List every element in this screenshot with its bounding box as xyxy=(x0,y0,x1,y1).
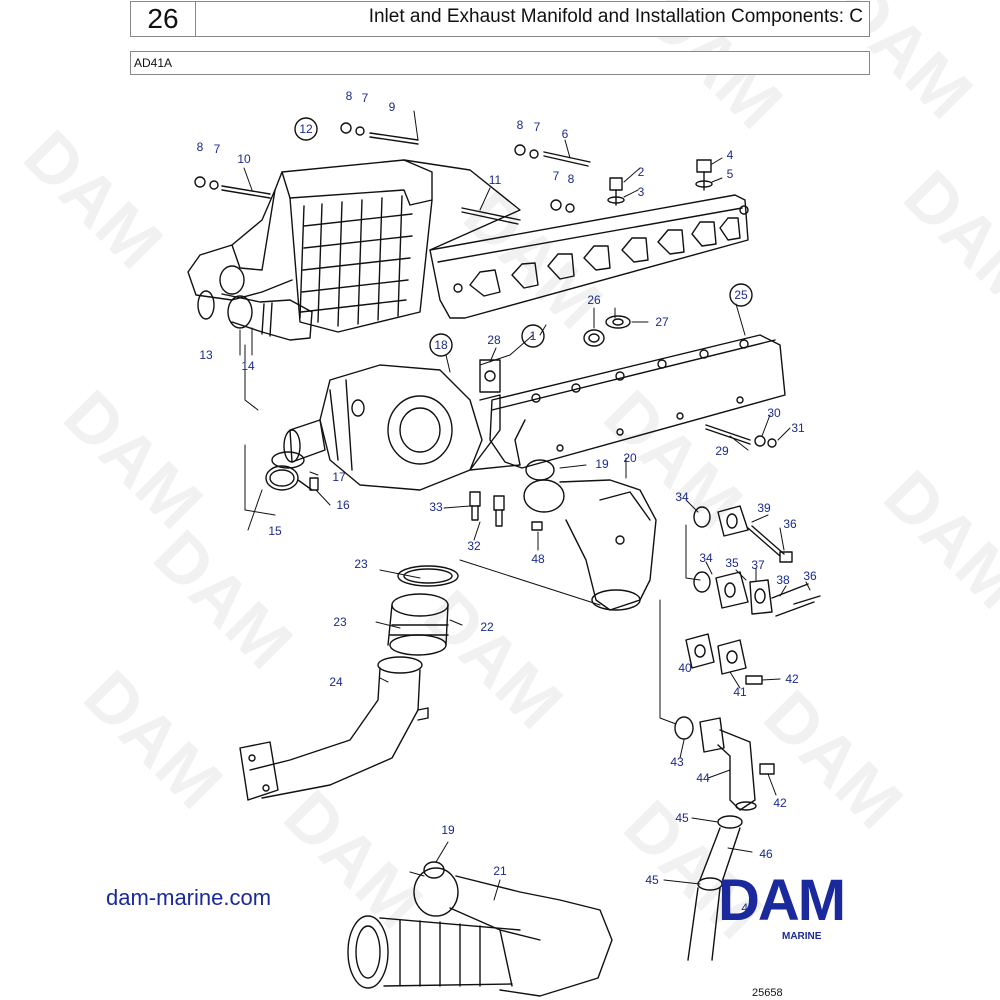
callout-15: 15 xyxy=(268,524,282,538)
callout-12: 12 xyxy=(299,122,313,136)
callout-9: 9 xyxy=(389,100,396,114)
watermark: DAM xyxy=(589,375,757,543)
nipples xyxy=(469,491,543,531)
callout-45: 45 xyxy=(645,873,659,887)
callout-11: 11 xyxy=(489,173,502,187)
callout-36: 36 xyxy=(783,517,797,531)
watermark-layer: DAM DAM DAM DAM DAM DAM DAM DAM DAM DAM … xyxy=(9,0,1000,953)
callout-41: 41 xyxy=(733,685,747,699)
callout-7: 7 xyxy=(534,120,541,134)
inlet-hose xyxy=(197,290,313,341)
callout-39: 39 xyxy=(757,501,771,515)
callout-20: 20 xyxy=(623,451,637,465)
inlet-manifold xyxy=(429,194,749,319)
callout-29: 29 xyxy=(715,444,729,458)
callout-labels: 12 1 25 18 8 7 9 8 7 10 11 8 7 6 7 8 2 3… xyxy=(197,89,817,915)
callout-35: 35 xyxy=(725,556,739,570)
callout-32: 32 xyxy=(467,539,481,553)
callout-37: 37 xyxy=(751,558,765,572)
brand-logo: DAM xyxy=(718,868,846,933)
callout-27: 27 xyxy=(655,315,669,329)
lower-exhaust-connection xyxy=(347,861,613,997)
callout-2: 2 xyxy=(638,165,645,179)
callout-8: 8 xyxy=(568,172,575,186)
callout-24: 24 xyxy=(329,675,343,689)
callout-40: 40 xyxy=(678,661,692,675)
callout-34: 34 xyxy=(675,490,689,504)
callout-7: 7 xyxy=(214,142,221,156)
charge-air-cooler xyxy=(187,159,521,333)
callout-30: 30 xyxy=(767,406,781,420)
callout-7: 7 xyxy=(362,91,369,105)
callout-42: 42 xyxy=(785,672,799,686)
exhaust-manifold xyxy=(489,334,786,469)
callout-6: 6 xyxy=(562,127,569,141)
watermark: DAM xyxy=(409,575,577,743)
callout-8: 8 xyxy=(346,89,353,103)
page-title: Inlet and Exhaust Manifold and Installat… xyxy=(368,6,863,27)
callout-3: 3 xyxy=(638,185,645,199)
callout-38: 38 xyxy=(776,573,790,587)
brand-subtitle: MARINE xyxy=(782,931,822,942)
gaskets xyxy=(583,315,631,347)
callout-26: 26 xyxy=(587,293,601,307)
website-link[interactable]: dam-marine.com xyxy=(106,885,272,910)
engine-code: AD41A xyxy=(134,56,173,70)
callout-36: 36 xyxy=(803,569,817,583)
figure-reference: 25658 xyxy=(752,987,783,999)
callout-48: 48 xyxy=(531,552,545,566)
callout-42: 42 xyxy=(773,796,787,810)
callout-23: 23 xyxy=(354,557,368,571)
studs-nuts xyxy=(194,122,713,225)
flange-parts xyxy=(685,505,821,685)
callout-18: 18 xyxy=(434,338,448,352)
callout-8: 8 xyxy=(517,118,524,132)
callout-23: 23 xyxy=(333,615,347,629)
callout-44: 44 xyxy=(696,771,710,785)
callout-46: 46 xyxy=(759,847,773,861)
callout-25: 25 xyxy=(734,288,748,302)
callout-17: 17 xyxy=(332,470,346,484)
callout-22: 22 xyxy=(480,620,494,634)
callout-4: 4 xyxy=(727,148,734,162)
watermark: DAM xyxy=(449,175,617,343)
exhaust-elbow xyxy=(523,459,657,611)
leader-lines xyxy=(239,110,811,901)
turbocharger xyxy=(283,359,521,491)
callout-43: 43 xyxy=(670,755,684,769)
callout-19: 19 xyxy=(595,457,609,471)
watermark: DAM xyxy=(9,115,177,283)
callout-47: 47 xyxy=(741,901,755,915)
callout-5: 5 xyxy=(727,167,734,181)
callout-10: 10 xyxy=(237,152,251,166)
callout-14: 14 xyxy=(241,359,255,373)
callout-34: 34 xyxy=(699,551,713,565)
clamp-15 xyxy=(265,451,319,491)
watermark: DAM xyxy=(889,155,1000,323)
callout-16: 16 xyxy=(336,498,350,512)
header-bar: 26 Inlet and Exhaust Manifold and Instal… xyxy=(130,1,870,37)
page-number: 26 xyxy=(131,2,196,36)
callout-28: 28 xyxy=(487,333,501,347)
watermark: DAM xyxy=(69,655,237,823)
watermark: DAM xyxy=(269,775,437,943)
callout-13: 13 xyxy=(199,348,213,362)
callout-45: 45 xyxy=(675,811,689,825)
engine-code-bar: AD41A xyxy=(130,51,870,75)
watermark: DAM xyxy=(749,675,917,843)
callout-33: 33 xyxy=(429,500,443,514)
watermark: DAM xyxy=(869,455,1000,623)
callout-1: 1 xyxy=(530,329,537,343)
circled-callout-borders xyxy=(294,117,753,357)
callout-31: 31 xyxy=(791,421,805,435)
callout-8: 8 xyxy=(197,140,204,154)
callout-7: 7 xyxy=(553,169,560,183)
lower-pipes xyxy=(674,716,775,961)
callout-19: 19 xyxy=(441,823,455,837)
callout-21: 21 xyxy=(493,864,507,878)
